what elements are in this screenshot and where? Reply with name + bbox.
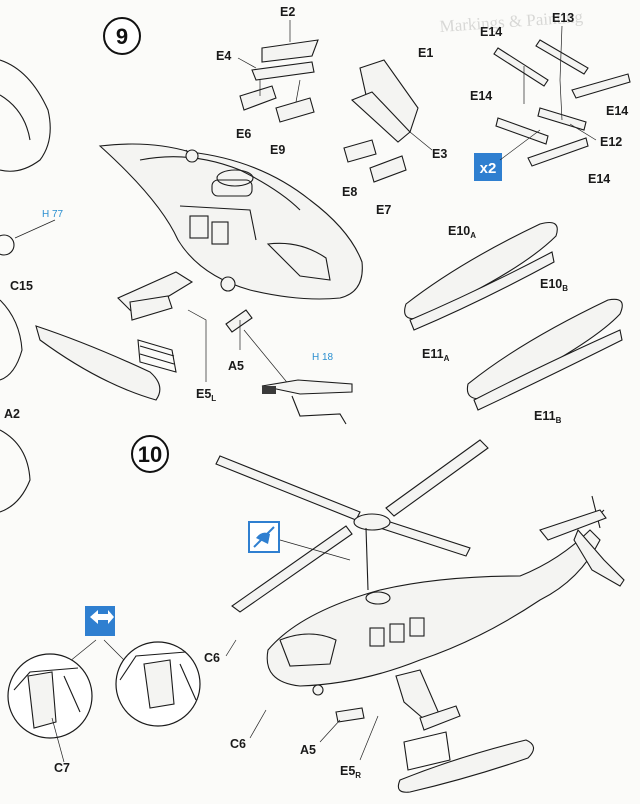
label-E1: E1	[418, 46, 433, 60]
label-E14-right: E14	[606, 104, 628, 118]
subscript-R: R	[355, 771, 361, 780]
label-E10B: E10B	[540, 277, 568, 293]
label-E11A: E11A	[422, 347, 450, 363]
door-detail-C7-left	[7, 653, 93, 739]
label-E11B: E11B	[534, 409, 562, 425]
fuel-tank-A	[404, 221, 558, 331]
main-rotor	[215, 439, 489, 613]
label-E8: E8	[342, 185, 357, 199]
stub-wing-E5R	[395, 669, 535, 793]
rocket-pods-E14	[493, 25, 631, 167]
fuel-tank-B	[466, 298, 623, 411]
label-E9: E9	[270, 143, 285, 157]
detail-h18-gun	[261, 379, 353, 425]
previous-step-fragment	[0, 59, 51, 513]
ref-h18: H 18	[312, 352, 334, 363]
ref-h77: H 77	[42, 209, 64, 220]
label-E10A: E10A	[448, 224, 476, 240]
label-E5L: E5L	[196, 387, 216, 403]
label-E13: E13	[552, 11, 574, 25]
part-E6	[239, 85, 277, 111]
subscript-L: L	[211, 394, 216, 403]
multiplier-x2-badge: x2	[474, 153, 502, 181]
label-E14-top: E14	[480, 25, 502, 39]
label-E6: E6	[236, 127, 251, 141]
part-A5-step10	[335, 707, 365, 723]
step-9-badge: 9	[103, 17, 141, 55]
part-E7	[369, 155, 407, 183]
movable-icon	[85, 606, 115, 636]
label-E5R: E5R	[340, 764, 361, 780]
label-E4: E4	[216, 49, 231, 63]
label-A5: A5	[228, 359, 244, 373]
door-detail-C7-right	[115, 641, 201, 727]
no-glue-icon	[248, 521, 280, 553]
label-E2: E2	[280, 5, 295, 19]
label-C15: C15	[10, 279, 33, 293]
stub-wing-E5L	[35, 271, 207, 401]
part-E2-panel	[251, 39, 319, 81]
helicopter-fuselage-step9	[98, 143, 363, 300]
part-A5	[225, 309, 253, 333]
part-E8	[343, 139, 377, 163]
label-C7: C7	[54, 761, 70, 775]
label-C6-top: C6	[204, 651, 220, 665]
part-E9	[275, 97, 315, 123]
svg-text:9: 9	[116, 24, 128, 49]
label-E14-mid: E14	[470, 89, 492, 103]
svg-text:x2: x2	[480, 160, 497, 177]
label-C6-bottom: C6	[230, 737, 246, 751]
label-A5-step10: A5	[300, 743, 316, 757]
subscript-A: A	[470, 231, 476, 240]
part-E1-seat	[350, 59, 419, 143]
step-10-badge: 10	[131, 435, 169, 473]
label-E3: E3	[432, 147, 447, 161]
label-A2: A2	[4, 407, 20, 421]
label-E12: E12	[600, 135, 622, 149]
label-E14-bottom: E14	[588, 172, 610, 186]
subscript-B: B	[562, 284, 568, 293]
svg-text:10: 10	[138, 442, 162, 467]
label-E7: E7	[376, 203, 391, 217]
helicopter-step10	[266, 495, 625, 696]
